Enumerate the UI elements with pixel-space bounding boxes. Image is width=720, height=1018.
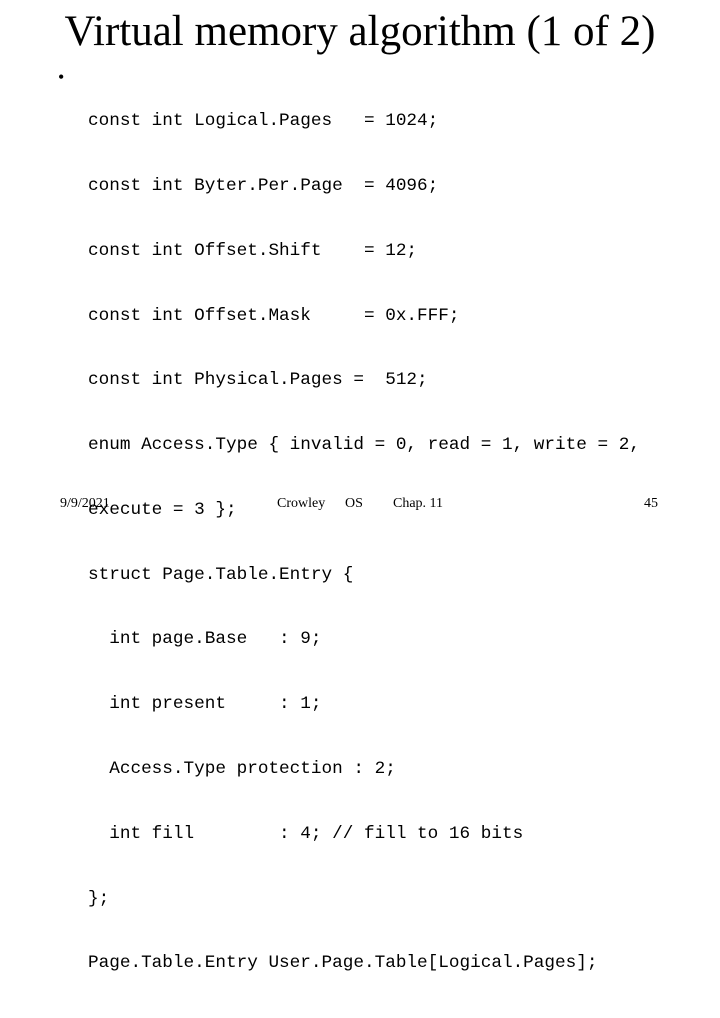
bullet-marker: • xyxy=(58,67,65,87)
code-line: execute = 3 }; xyxy=(88,499,237,520)
code-line: struct Page.Table.Entry { xyxy=(88,564,354,585)
code-line: int fill : 4; // fill to 16 bits xyxy=(88,823,524,844)
code-line: const int Offset.Shift = 12; xyxy=(88,240,418,261)
code-line: Access.Type protection : 2; xyxy=(88,759,396,779)
code-line: const int Physical.Pages = 512; xyxy=(88,370,428,391)
code-line: Page.Table.Entry User.Page.Table[Logical… xyxy=(88,953,598,974)
code-line: const int Offset.Mask = 0x.FFF; xyxy=(88,305,460,326)
code-line: int present : 1; xyxy=(88,694,322,715)
code-line: enum Access.Type { invalid = 0, read = 1… xyxy=(88,435,640,456)
code-line: int page.Base : 9; xyxy=(88,629,322,650)
code-block: const int Logical.Pages = 1024; const in… xyxy=(88,68,640,1018)
footer-author: Crowley xyxy=(277,496,326,511)
footer-chapter: Chap. 11 xyxy=(393,496,444,511)
slide-title: Virtual memory algorithm (1 of 2) xyxy=(64,8,656,55)
code-line: }; xyxy=(88,888,110,909)
footer-page-number: 45 xyxy=(644,496,658,511)
code-line: const int Byter.Per.Page = 4096; xyxy=(88,175,439,196)
footer-date: 9/9/2021 xyxy=(60,496,110,511)
code-line: const int Logical.Pages = 1024; xyxy=(88,111,439,132)
footer-course: OS xyxy=(345,496,363,511)
